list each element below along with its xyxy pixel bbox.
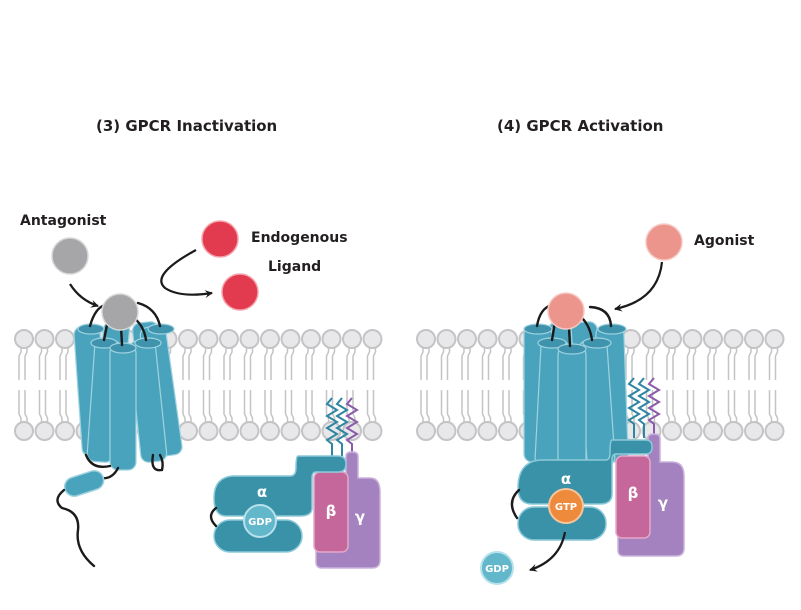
- gdp-release-arrow: [529, 531, 567, 572]
- lipid-molecule: [301, 329, 321, 441]
- antagonist-molecule: [51, 237, 89, 275]
- bound-agonist: [547, 292, 585, 330]
- panel-4: Agonist: [480, 223, 755, 585]
- antagonist-arrow: [69, 283, 99, 308]
- receptor-c-terminal-helix: [63, 469, 105, 497]
- gamma-label: γ: [658, 494, 668, 512]
- lipid-molecule: [436, 329, 457, 441]
- gdp-bound-label: GDP: [248, 517, 272, 528]
- membrane-bilayer-left: [14, 329, 383, 441]
- endogenous-ligand-molecule-2: [221, 273, 259, 311]
- gpcr-receptor-inactive: [56, 293, 183, 568]
- g-protein-heterotrimer-inactive: α β γ GDP: [209, 397, 381, 569]
- receptor-helix: [109, 344, 137, 471]
- gamma-label: γ: [355, 508, 365, 526]
- lipid-molecule: [457, 329, 477, 441]
- lipid-molecule: [321, 329, 342, 441]
- lipid-molecule: [219, 329, 239, 441]
- lipid-molecule: [703, 329, 723, 441]
- lipid-molecule: [498, 329, 518, 441]
- endogenous-ligand-molecule-1: [201, 220, 239, 258]
- gdp-released-label: GDP: [485, 564, 509, 575]
- alpha-subunit-upper: [517, 439, 653, 505]
- gdp-released: [480, 551, 514, 585]
- lipid-molecule: [198, 329, 219, 441]
- alpha-linker: [510, 488, 521, 520]
- lipid-molecule: [662, 329, 682, 441]
- g-protein-heterotrimer-active: α β γ GTP GDP: [480, 377, 685, 585]
- lipid-molecule: [764, 329, 785, 441]
- lipid-molecule: [178, 329, 198, 441]
- alpha-subunit-upper: [213, 455, 347, 517]
- receptor-helix: [557, 346, 587, 472]
- ligand-blocked-arrow: [160, 249, 213, 299]
- bound-antagonist: [101, 293, 139, 331]
- endogenous-ligand-label-line1: Endogenous: [251, 230, 348, 246]
- alpha-linker: [209, 506, 218, 528]
- gdp-bound: [243, 504, 277, 538]
- lipid-molecule: [416, 329, 436, 441]
- beta-subunit: [615, 455, 651, 539]
- agonist-arrow: [614, 261, 664, 312]
- lipid-molecule: [55, 329, 75, 441]
- panel-3: Antagonist Endogenous Ligand: [20, 213, 381, 569]
- lipid-molecule: [260, 329, 280, 441]
- endogenous-ligand-label-line2: Ligand: [268, 259, 321, 275]
- antagonist-label: Antagonist: [20, 213, 107, 229]
- panel-4-title: (4) GPCR Activation: [497, 117, 663, 135]
- panel-3-title: (3) GPCR Inactivation: [96, 117, 277, 135]
- agonist-label: Agonist: [694, 233, 755, 249]
- lipid-molecule: [34, 329, 55, 441]
- gtp-bound: [548, 488, 584, 524]
- beta-label: β: [628, 484, 639, 502]
- lipid-molecule: [477, 329, 498, 441]
- lipid-molecule: [744, 329, 764, 441]
- beta-label: β: [326, 502, 337, 520]
- lipid-molecule: [362, 329, 383, 441]
- lipid-molecule: [682, 329, 703, 441]
- alpha-label: α: [257, 483, 267, 501]
- gtp-bound-label: GTP: [555, 502, 577, 513]
- lipid-molecule: [641, 329, 662, 441]
- lipid-molecule: [14, 329, 34, 441]
- lipid-molecule: [280, 329, 301, 441]
- gpcr-receptor-active: [523, 292, 629, 472]
- lipid-molecule: [723, 329, 744, 441]
- agonist-molecule: [645, 223, 683, 261]
- lipid-molecule: [239, 329, 260, 441]
- alpha-label: α: [561, 470, 571, 488]
